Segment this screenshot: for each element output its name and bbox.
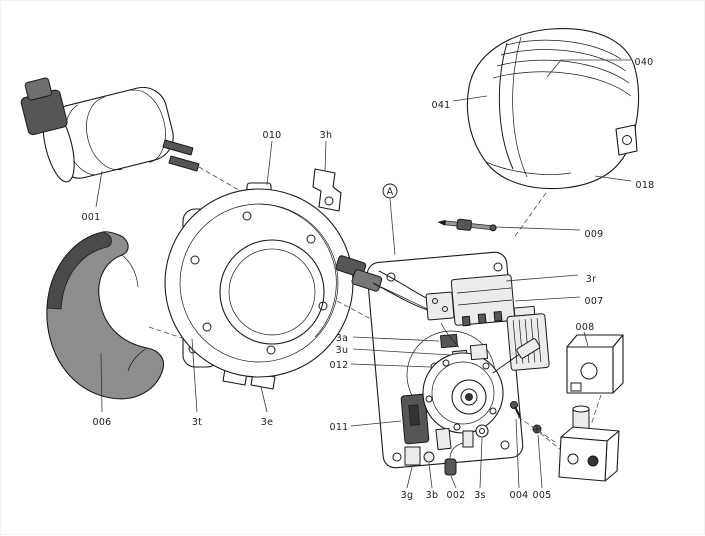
part-3s bbox=[475, 424, 489, 438]
part-burner-cover bbox=[466, 28, 640, 190]
part-label-3u: 3u bbox=[336, 345, 349, 356]
part-label-004: 004 bbox=[509, 490, 528, 501]
assembly-axis-dash bbox=[590, 394, 602, 426]
part-label-005: 005 bbox=[532, 490, 551, 501]
part-label-006: 006 bbox=[92, 417, 111, 428]
part-fan-housing bbox=[164, 182, 354, 390]
assembly-axis-dash bbox=[539, 432, 562, 451]
part-label-3s: 3s bbox=[474, 490, 486, 501]
part-label-010: 010 bbox=[262, 130, 281, 141]
part-pump bbox=[400, 338, 541, 451]
part-label-3r: 3r bbox=[586, 274, 597, 285]
part-relay bbox=[566, 334, 624, 394]
part-label-007: 007 bbox=[584, 296, 603, 307]
part-control-unit bbox=[425, 274, 516, 327]
leader-009 bbox=[494, 226, 581, 231]
part-electrode bbox=[437, 218, 497, 232]
leader-040 bbox=[546, 59, 631, 78]
leader-3g bbox=[406, 466, 413, 489]
leader-005 bbox=[537, 434, 543, 489]
part-3b bbox=[423, 451, 435, 463]
callout-labels: 001 006 010 3h 3t 3e 041 040 018 009 3r … bbox=[81, 57, 654, 501]
leader-3a bbox=[352, 336, 440, 342]
part-label-3a: 3a bbox=[336, 333, 348, 344]
part-label-012: 012 bbox=[329, 360, 348, 371]
part-label-040: 040 bbox=[634, 57, 653, 68]
leader-004 bbox=[515, 418, 520, 489]
leader-008 bbox=[583, 331, 589, 347]
part-label-008: 008 bbox=[575, 322, 594, 333]
part-bracket bbox=[312, 168, 342, 212]
part-label-3h: 3h bbox=[320, 130, 333, 141]
leader-3h bbox=[324, 140, 327, 172]
part-cable-connectors bbox=[335, 255, 442, 316]
part-label-3e: 3e bbox=[261, 417, 274, 428]
part-label-3b: 3b bbox=[426, 490, 439, 501]
cover-tab bbox=[615, 124, 638, 156]
section-marker-label: A bbox=[387, 187, 394, 198]
motor-shaft bbox=[168, 155, 200, 172]
leader-007 bbox=[514, 296, 581, 302]
part-label-018: 018 bbox=[635, 180, 654, 191]
part-photocell bbox=[444, 458, 457, 476]
part-3g bbox=[404, 446, 421, 466]
assembly-axis-dash bbox=[336, 300, 372, 320]
leader-3r bbox=[505, 274, 579, 282]
leader-3u bbox=[352, 348, 452, 356]
leader-011 bbox=[350, 420, 402, 427]
leader-3b bbox=[428, 462, 433, 489]
leader-3e bbox=[260, 386, 268, 413]
part-label-009: 009 bbox=[584, 229, 603, 240]
part-label-001: 001 bbox=[81, 212, 100, 223]
part-air-scroll bbox=[46, 231, 165, 400]
leader-001 bbox=[95, 170, 103, 208]
leader-041 bbox=[452, 95, 488, 102]
leader-012 bbox=[350, 363, 431, 368]
section-marker-a: A bbox=[382, 183, 398, 256]
part-label-002: 002 bbox=[446, 490, 465, 501]
leader-002 bbox=[450, 475, 457, 489]
part-motor bbox=[20, 77, 200, 183]
leader-3t bbox=[191, 338, 198, 413]
leader-lines bbox=[95, 59, 632, 489]
part-label-3t: 3t bbox=[192, 417, 202, 428]
leader-018 bbox=[594, 175, 632, 182]
part-label-041: 041 bbox=[431, 100, 450, 111]
leader-006 bbox=[100, 352, 103, 413]
assembly-axis-dash bbox=[512, 192, 547, 240]
part-screw-004 bbox=[510, 401, 518, 409]
part-label-011: 011 bbox=[329, 422, 348, 433]
part-valve-block bbox=[558, 405, 620, 482]
motor-shaft bbox=[162, 139, 194, 156]
part-label-3g: 3g bbox=[401, 490, 414, 501]
leader-010 bbox=[266, 140, 273, 186]
leader-3s bbox=[479, 437, 483, 489]
